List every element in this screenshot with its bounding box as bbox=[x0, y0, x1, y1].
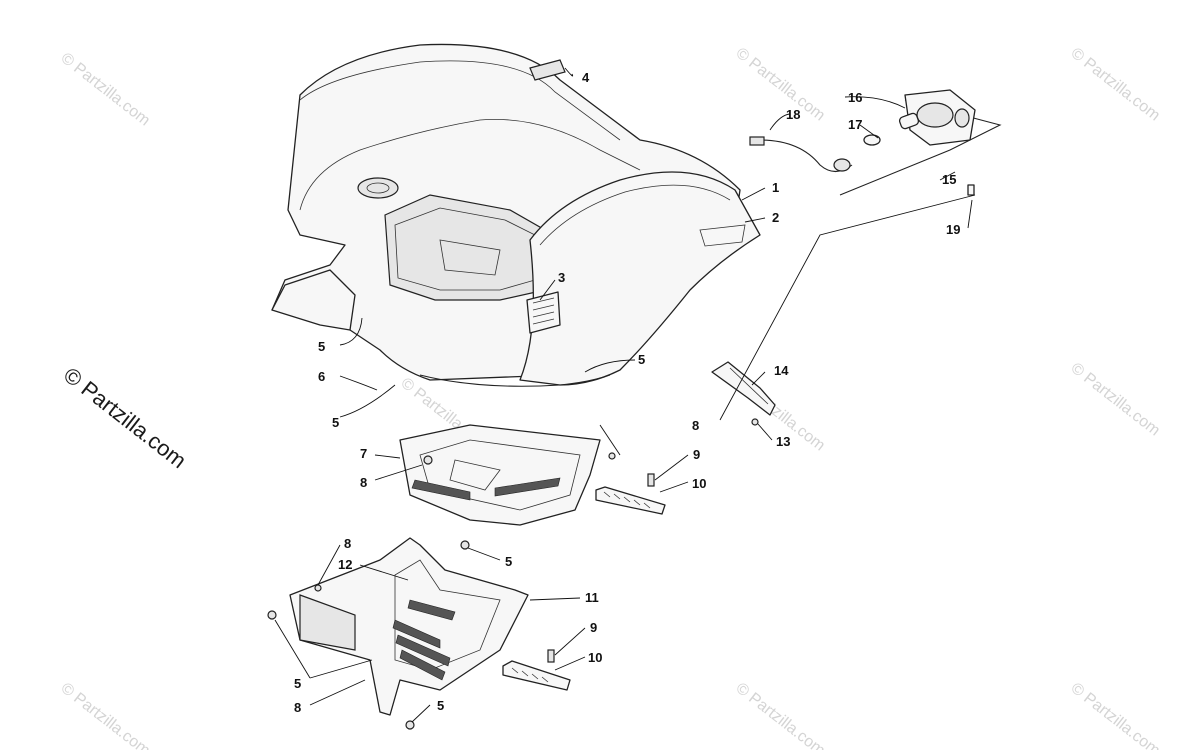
callout-12: 12 bbox=[338, 557, 352, 572]
license-bracket bbox=[711, 361, 776, 426]
footrest-upper bbox=[595, 473, 666, 515]
callouts: 1 2 3 4 5 5 5 5 5 5 6 7 8 8 8 8 9 9 10 1… bbox=[294, 70, 960, 715]
watermark: © Partzilla.com bbox=[58, 680, 153, 750]
callout-2: 2 bbox=[772, 210, 779, 225]
watermark: © Partzilla.com bbox=[58, 50, 153, 130]
callout-11: 11 bbox=[585, 590, 599, 605]
watermark: © Partzilla.com bbox=[1068, 45, 1163, 125]
watermark: © Partzilla.com bbox=[733, 680, 828, 750]
taillight-assembly bbox=[749, 89, 1002, 196]
callout-9: 9 bbox=[590, 620, 597, 635]
callout-13: 13 bbox=[776, 434, 790, 449]
callout-10: 10 bbox=[692, 476, 706, 491]
callout-16: 16 bbox=[848, 90, 862, 105]
footwell-lower bbox=[267, 537, 529, 730]
watermark: © Partzilla.com bbox=[1068, 360, 1163, 440]
callout-8: 8 bbox=[692, 418, 699, 433]
callout-14: 14 bbox=[774, 363, 789, 378]
callout-10: 10 bbox=[588, 650, 602, 665]
callout-19: 19 bbox=[946, 222, 960, 237]
callout-8: 8 bbox=[360, 475, 367, 490]
footwell-upper bbox=[399, 424, 616, 526]
rear-fender bbox=[271, 43, 761, 387]
callout-8: 8 bbox=[294, 700, 301, 715]
warning-decal bbox=[526, 291, 561, 334]
callout-5: 5 bbox=[505, 554, 512, 569]
callout-8: 8 bbox=[344, 536, 351, 551]
callout-5: 5 bbox=[294, 676, 301, 691]
callout-15: 15 bbox=[942, 172, 956, 187]
brand-watermark: © Partzilla.com bbox=[59, 362, 191, 473]
callout-5: 5 bbox=[332, 415, 339, 430]
callout-7: 7 bbox=[360, 446, 367, 461]
reflector-pad bbox=[529, 59, 566, 81]
callout-5: 5 bbox=[437, 698, 444, 713]
footrest-lower bbox=[502, 649, 571, 691]
leader-lines bbox=[274, 67, 976, 723]
callout-5: 5 bbox=[638, 352, 645, 367]
callout-4: 4 bbox=[582, 70, 590, 85]
callout-5: 5 bbox=[318, 339, 325, 354]
watermark: © Partzilla.com bbox=[1068, 680, 1163, 750]
callout-9: 9 bbox=[693, 447, 700, 462]
callout-18: 18 bbox=[786, 107, 800, 122]
callout-1: 1 bbox=[772, 180, 779, 195]
callout-6: 6 bbox=[318, 369, 325, 384]
callout-3: 3 bbox=[558, 270, 565, 285]
watermark: © Partzilla.com bbox=[733, 45, 828, 125]
callout-17: 17 bbox=[848, 117, 862, 132]
